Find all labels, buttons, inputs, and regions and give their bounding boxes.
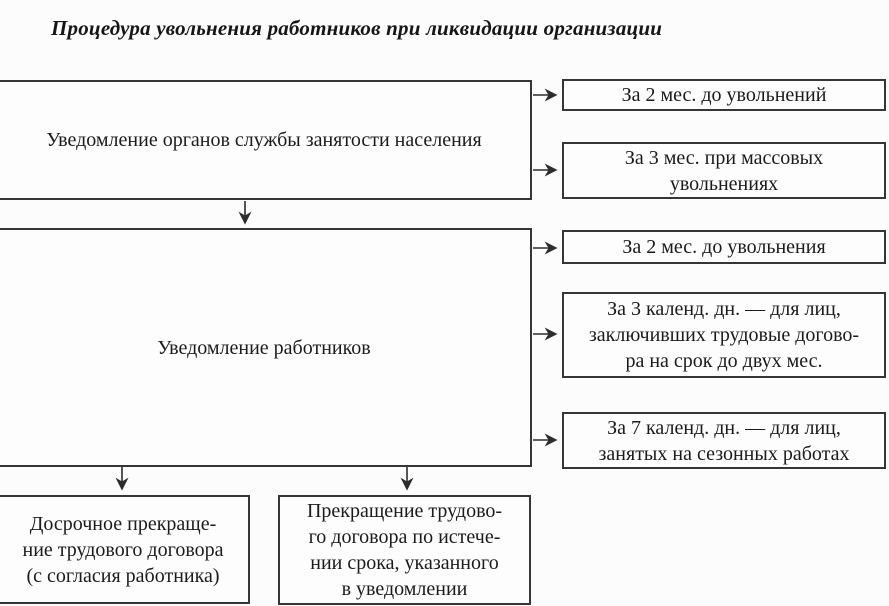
deadline-label: За 2 мес. до увольнения	[622, 236, 826, 258]
deadline-label: За 3 мес. при массовых увольнениях	[624, 146, 824, 195]
node-deadline-3-months-mass-dismissals: За 3 мес. при массовых увольнениях	[562, 142, 886, 199]
node-termination-after-notice-period: Прекращение трудово- го договора по исте…	[278, 495, 531, 605]
node-early-termination-label: Досрочное прекраще- ние трудового догово…	[22, 512, 224, 587]
deadline-label: За 3 календ. дн. — для лиц, заключивших …	[588, 298, 860, 372]
node-deadline-3-calendar-days: За 3 календ. дн. — для лиц, заключивших …	[562, 292, 886, 378]
diagram-title: Процедура увольнения работников при ликв…	[51, 16, 663, 40]
node-early-termination: Досрочное прекраще- ние трудового догово…	[0, 495, 250, 604]
deadline-label: За 7 календ. дн. — для лиц, занятых на с…	[598, 416, 850, 465]
node-notify-workers-label: Уведомление работников	[157, 336, 371, 359]
node-notify-workers: Уведомление работников	[0, 228, 532, 467]
node-notify-employment-service-label: Уведомление органов службы занятости нас…	[46, 129, 482, 151]
node-deadline-7-calendar-days: За 7 календ. дн. — для лиц, занятых на с…	[562, 412, 886, 469]
node-notify-employment-service: Уведомление органов службы занятости нас…	[0, 80, 532, 200]
deadline-label: За 2 мес. до увольнений	[621, 84, 827, 106]
node-deadline-2-months-dismissals: За 2 мес. до увольнений	[562, 79, 886, 111]
node-termination-after-notice-period-label: Прекращение трудово- го договора по исте…	[306, 500, 503, 600]
node-deadline-2-months-dismissal: За 2 мес. до увольнения	[562, 230, 886, 264]
